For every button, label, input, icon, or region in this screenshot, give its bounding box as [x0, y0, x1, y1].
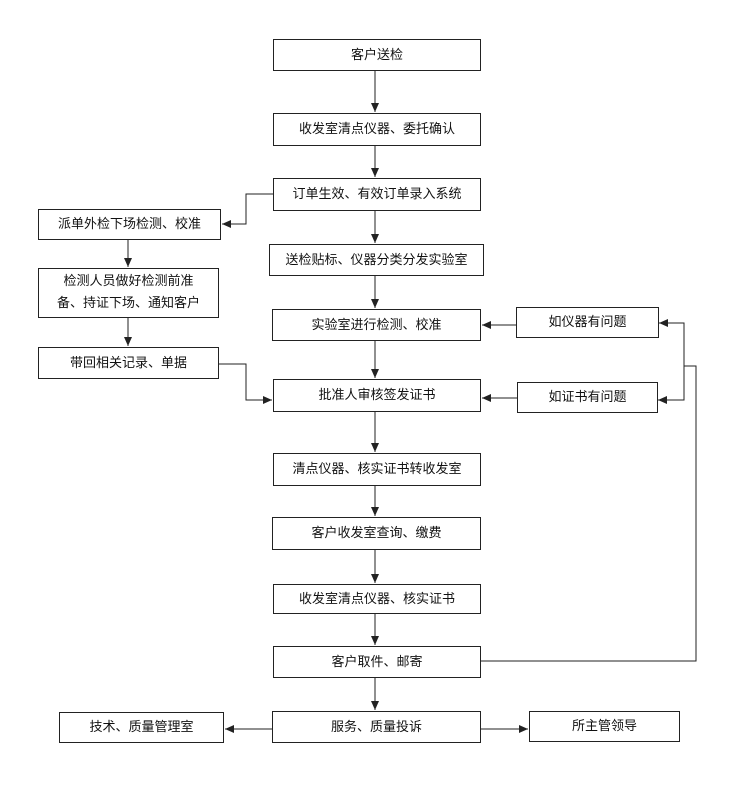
node-field-prep-line1: 检测人员做好检测前准 — [63, 274, 194, 289]
node-tech-quality-office: 技术、质量管理室 — [59, 712, 224, 743]
feedback-line — [481, 365, 697, 662]
arrow-records-to-approve — [219, 363, 272, 404]
node-instrument-issue: 如仪器有问题 — [516, 307, 659, 338]
node-bring-records: 带回相关记录、单据 — [38, 347, 219, 379]
node-field-prep-line2: 备、持证下场、通知客户 — [56, 296, 200, 311]
node-count-verify-transfer: 清点仪器、核实证书转收发室 — [273, 453, 481, 486]
node-customer-pickup: 客户取件、邮寄 — [273, 646, 481, 678]
node-certificate-issue: 如证书有问题 — [517, 382, 658, 413]
node-customer-send: 客户送检 — [273, 39, 481, 71]
node-supervisor: 所主管领导 — [529, 711, 680, 742]
node-receiving-check-confirm: 收发室清点仪器、委托确认 — [273, 113, 481, 146]
node-lab-testing: 实验室进行检测、校准 — [272, 309, 481, 341]
node-receiving-count-verify: 收发室清点仪器、核实证书 — [273, 584, 481, 614]
node-customer-query-pay: 客户收发室查询、缴费 — [272, 517, 481, 550]
node-label-distribute: 送检贴标、仪器分类分发实验室 — [269, 244, 484, 276]
node-field-prep: 检测人员做好检测前准 备、持证下场、通知客户 — [38, 268, 219, 318]
arrow-order-to-field — [222, 193, 273, 228]
node-approve-issue: 批准人审核签发证书 — [273, 379, 481, 412]
arrow-feedback-to-certificate — [658, 366, 685, 404]
arrow-feedback-to-instrument — [659, 319, 685, 366]
node-field-dispatch: 派单外检下场检测、校准 — [38, 209, 221, 240]
node-order-effective: 订单生效、有效订单录入系统 — [273, 178, 481, 211]
node-complaint: 服务、质量投诉 — [272, 711, 481, 743]
